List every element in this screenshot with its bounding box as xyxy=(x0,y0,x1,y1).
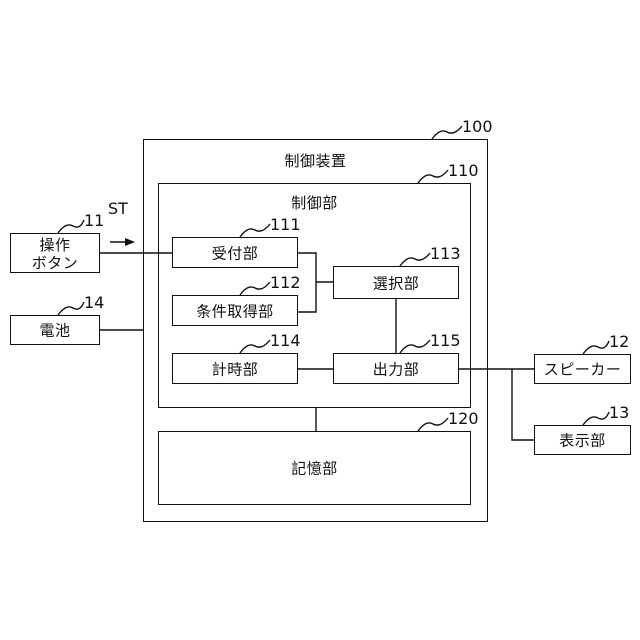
leader-12 xyxy=(583,341,609,354)
battery-box: 電池 xyxy=(10,315,100,345)
timer-label: 計時部 xyxy=(173,358,297,379)
ref-113: 113 xyxy=(430,244,461,263)
operation-button-box: 操作 ボタン xyxy=(10,233,100,273)
ref-14: 14 xyxy=(84,293,104,312)
ref-11: 11 xyxy=(84,211,104,230)
ref-100: 100 xyxy=(462,117,493,136)
ref-114: 114 xyxy=(270,331,301,350)
control-unit-label: 制御部 xyxy=(159,192,470,213)
st-signal-label: ST xyxy=(108,199,128,218)
ref-13: 13 xyxy=(609,403,629,422)
speaker-label: スピーカー xyxy=(535,359,630,380)
condition-label: 条件取得部 xyxy=(173,300,297,321)
reception-label: 受付部 xyxy=(173,242,297,263)
leader-11 xyxy=(58,220,84,233)
storage-label: 記憶部 xyxy=(159,458,470,479)
selection-box: 選択部 xyxy=(333,266,459,299)
ref-112: 112 xyxy=(270,273,301,292)
wire-output-display xyxy=(512,369,534,440)
display-box: 表示部 xyxy=(534,425,631,455)
reception-box: 受付部 xyxy=(172,237,298,268)
battery-label: 電池 xyxy=(11,320,99,341)
st-arrow-head xyxy=(125,238,135,246)
selection-label: 選択部 xyxy=(334,272,458,293)
leader-13 xyxy=(583,412,609,425)
condition-box: 条件取得部 xyxy=(172,295,298,326)
control-device-label: 制御装置 xyxy=(144,150,487,171)
speaker-box: スピーカー xyxy=(534,354,631,384)
ref-110: 110 xyxy=(448,161,479,180)
output-label: 出力部 xyxy=(334,358,458,379)
leader-100 xyxy=(432,126,462,139)
storage-box: 記憶部 xyxy=(158,431,471,505)
leader-14 xyxy=(58,302,84,315)
output-box: 出力部 xyxy=(333,353,459,384)
ref-120: 120 xyxy=(448,409,479,428)
operation-button-label-1: 操作 xyxy=(11,236,99,254)
operation-button-label-2: ボタン xyxy=(11,254,99,272)
ref-111: 111 xyxy=(270,215,301,234)
timer-box: 計時部 xyxy=(172,353,298,384)
ref-115: 115 xyxy=(430,331,461,350)
display-label: 表示部 xyxy=(535,430,630,451)
ref-12: 12 xyxy=(609,332,629,351)
